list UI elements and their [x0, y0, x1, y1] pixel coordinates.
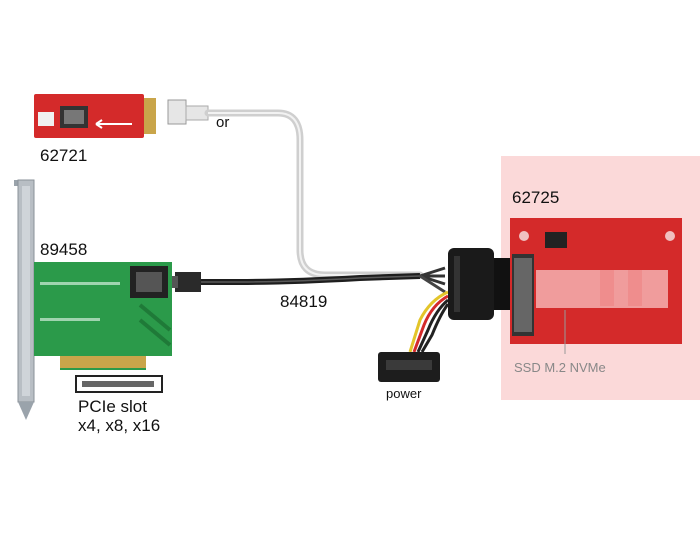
adapter-62725 [510, 218, 682, 344]
pcie-slot [75, 375, 163, 393]
pcie-bracket [14, 179, 35, 420]
power-wires [408, 290, 450, 353]
black-cable [166, 272, 421, 292]
label-pcie-slot: PCIe slot [78, 397, 147, 416]
label-or: or [216, 114, 230, 131]
label-84819: 84819 [280, 292, 328, 311]
label-power: power [386, 386, 422, 401]
sata-power-connector [378, 352, 440, 382]
label-ssd: SSD M.2 NVMe [514, 360, 606, 375]
u2-connector [448, 248, 512, 320]
gray-cable [167, 99, 424, 279]
label-pcie-lanes: x4, x8, x16 [78, 416, 161, 435]
m2-module-62721 [34, 94, 156, 138]
pcie-card-89458 [34, 262, 172, 370]
label-62721: 62721 [40, 146, 88, 165]
label-89458: 89458 [40, 240, 88, 259]
wire-bundle [419, 266, 446, 294]
label-62725: 62725 [512, 188, 560, 207]
